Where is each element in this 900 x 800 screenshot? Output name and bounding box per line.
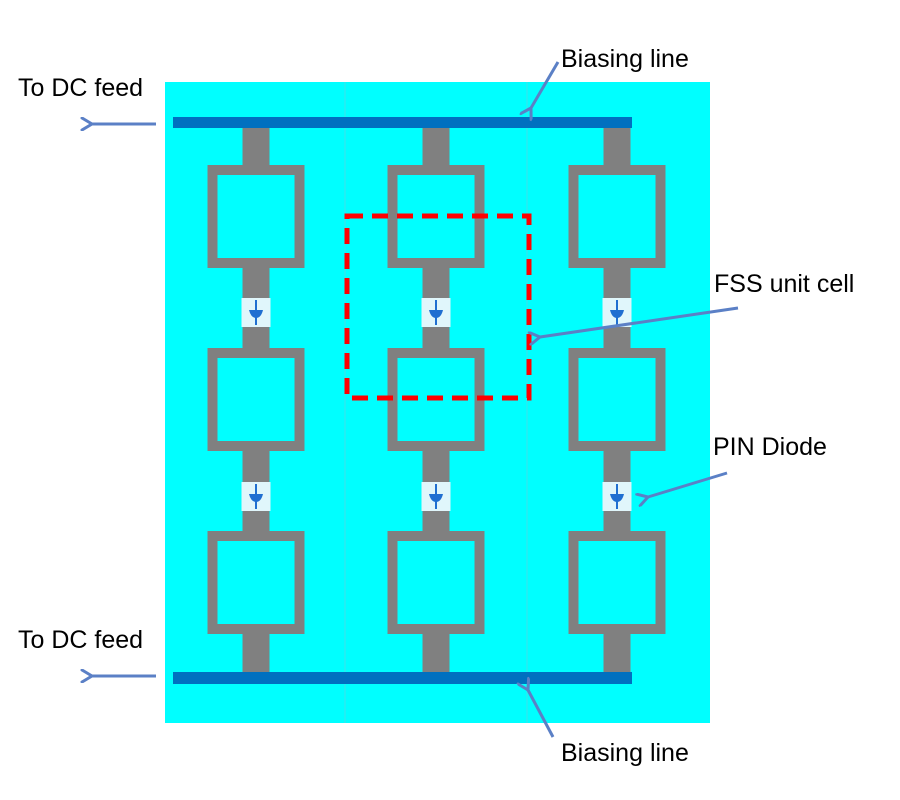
pin-diode-icon: [249, 310, 263, 318]
biasing-line-bottom: [173, 672, 632, 684]
square-loop-inner: [397, 541, 475, 624]
square-loop-inner: [578, 175, 656, 258]
square-loop-inner: [578, 541, 656, 624]
label-to-dc-feed-bottom: To DC feed: [18, 626, 143, 654]
biasing-line-top-arrow: [531, 61, 560, 108]
biasing-line-top: [173, 117, 632, 128]
square-loop-inner: [217, 175, 295, 258]
square-loop-inner: [217, 358, 295, 441]
pin-diode-icon: [610, 494, 624, 502]
label-to-dc-feed-top: To DC feed: [18, 74, 143, 102]
square-loop-inner: [578, 358, 656, 441]
pin-diode-icon: [429, 494, 443, 502]
pin-diode-icon: [429, 310, 443, 318]
label-biasing-line-bottom: Biasing line: [561, 739, 689, 767]
square-loop-inner: [217, 541, 295, 624]
pin-diode-icon: [610, 310, 624, 318]
pin-diode-icon: [249, 494, 263, 502]
fss-unit-cell-outline: [344, 213, 532, 401]
label-pin-diode: PIN Diode: [713, 433, 827, 461]
label-fss-unit-cell: FSS unit cell: [714, 270, 854, 298]
label-biasing-line-top: Biasing line: [561, 45, 689, 73]
pin-diode-arrow: [648, 471, 728, 497]
biasing-line-bottom-arrow: [528, 690, 555, 738]
fss-unit-cell-arrow: [540, 306, 739, 337]
